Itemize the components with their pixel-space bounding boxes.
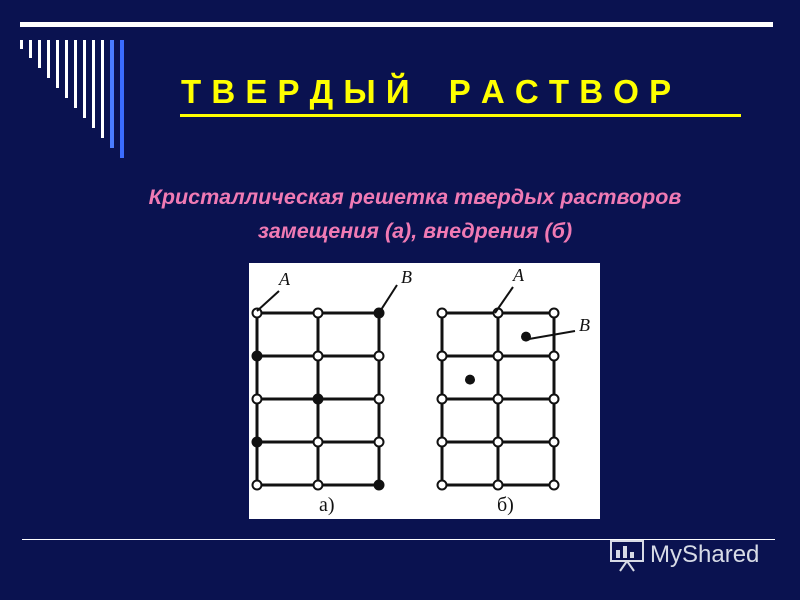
decorative-stripes [20,40,124,158]
left-lattice-solvent-atom [251,393,263,405]
left-lattice-solute-atom [251,436,263,448]
right-lattice-interstitial-atom [465,374,475,385]
leader-line-b-right [528,330,576,340]
slide-subtitle: Кристаллическая решетка твердых растворо… [40,180,790,248]
right-lattice-solvent-atom [436,436,448,448]
left-lattice-solvent-atom [373,393,385,405]
label-b-right: B [579,315,590,335]
subtitle-line-2: замещения (а), внедрения (б) [257,219,573,243]
label-a-right: A [512,265,525,285]
left-lattice-solvent-atom [312,350,324,362]
presentation-board-icon [610,540,644,572]
leader-line-a-left [256,290,280,312]
right-lattice-solvent-atom [548,307,560,319]
leader-line-a-right [494,286,514,314]
watermark: MyShared [608,536,788,576]
right-lattice-solvent-atom [548,436,560,448]
right-lattice-solvent-atom [436,393,448,405]
interstitial-lattice [436,307,560,491]
slide-title: Т В Е Р Д Ы Й Р А С Т В О Р [181,73,672,110]
left-lattice-solute-atom [373,479,385,491]
left-lattice-solvent-atom [312,436,324,448]
left-lattice-solute-atom [251,350,263,362]
right-lattice-solvent-atom [436,350,448,362]
caption-interstitial: б) [497,494,514,516]
left-lattice-solvent-atom [373,436,385,448]
left-lattice-solvent-atom [312,479,324,491]
title-underline [180,114,741,117]
subtitle-line-1: Кристаллическая решетка твердых растворо… [148,185,682,209]
bottom-divider [22,539,775,540]
label-b-left: B [401,267,412,287]
right-lattice-solvent-atom [492,393,504,405]
top-divider [20,22,773,27]
label-a-left: A [278,269,291,289]
right-lattice-solvent-atom [492,350,504,362]
right-lattice-solvent-atom [492,436,504,448]
left-lattice-solvent-atom [373,350,385,362]
left-lattice-solute-atom [312,393,324,405]
right-lattice-solvent-atom [436,307,448,319]
caption-substitution: а) [319,494,335,516]
right-lattice-solvent-atom [548,479,560,491]
right-lattice-solvent-atom [548,350,560,362]
left-lattice-solvent-atom [312,307,324,319]
left-lattice-solvent-atom [251,479,263,491]
substitution-lattice [251,307,385,491]
right-lattice-interstitial-atom [521,331,531,342]
watermark-text: MyShared [650,541,760,568]
right-lattice-solvent-atom [436,479,448,491]
left-lattice-solvent-atom [251,307,263,319]
lattice-figure: A B A B а) б) [249,263,600,519]
right-lattice-solvent-atom [548,393,560,405]
lattice-diagram: A B A B а) б) [251,265,590,516]
right-lattice-solvent-atom [492,479,504,491]
leader-line-b-left [378,284,398,314]
